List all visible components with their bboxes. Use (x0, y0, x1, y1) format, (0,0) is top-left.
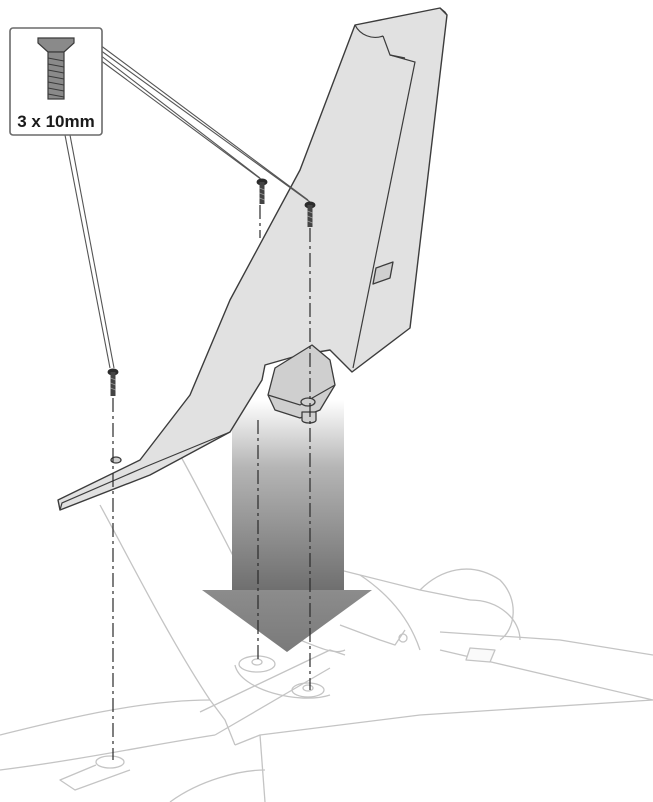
flat-head-screw-icon (37, 37, 75, 100)
fuselage-ghost (0, 454, 653, 802)
screw-1 (256, 178, 268, 204)
screw-callout: 3 x 10mm (9, 27, 103, 136)
callout-leaders (64, 44, 311, 369)
screw-size-label: 3 x 10mm (17, 112, 95, 131)
insert-direction-arrow (202, 400, 372, 652)
alignment-lines (112, 205, 311, 760)
tail-assembly (57, 7, 448, 511)
screw-2 (304, 201, 316, 227)
screw-3 (107, 368, 119, 396)
